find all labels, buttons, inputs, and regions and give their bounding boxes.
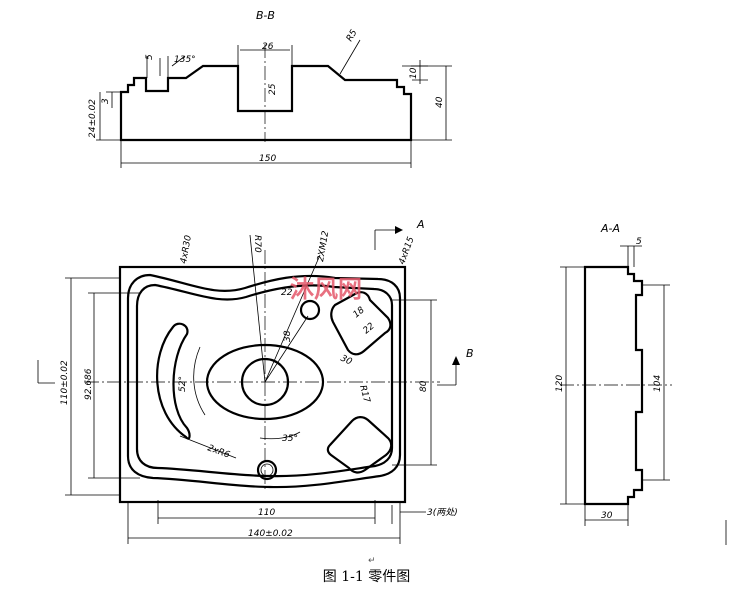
- plan-outer-contour: [118, 265, 407, 504]
- dim-4xr30: 4xR30: [179, 234, 194, 264]
- dim-3-two-places: 3(两处): [427, 507, 458, 518]
- dim-18: 18: [352, 305, 367, 320]
- dim-angle-35: 35°: [282, 434, 298, 444]
- section-bb-label: B-B: [256, 9, 275, 22]
- dim-bb-5: 5: [145, 54, 155, 60]
- dim-bb-26: 26: [262, 42, 274, 52]
- dim-30: 30: [339, 354, 354, 368]
- dim-bb-10: 10: [409, 67, 419, 79]
- dim-aa-120: 120: [555, 375, 565, 392]
- dim-80: 80: [419, 380, 429, 392]
- dim-r17: R17: [357, 384, 371, 404]
- dim-140: 140±0.02: [248, 529, 293, 539]
- dim-bb-135: 135°: [174, 55, 196, 65]
- plan-pocket-outer: [126, 273, 402, 489]
- rect-pocket-bottom: [326, 416, 393, 474]
- dim-bb-40: 40: [435, 96, 445, 108]
- dim-2xm12: 2XM12: [316, 230, 331, 263]
- dim-aa-30: 30: [601, 511, 613, 521]
- return-mark: ↵: [368, 556, 376, 566]
- dim-aa-5: 5: [636, 237, 642, 247]
- figure-caption: 图 1-1 零件图: [322, 569, 411, 585]
- dim-4xr15: 4xR15: [397, 235, 416, 266]
- plan-view: 4xR30 R70 2XM12 4xR15 22 38 30 22 18 R17…: [37, 218, 474, 544]
- dim-110-vertical: 110±0.02: [60, 360, 70, 405]
- rect-pocket-top: [330, 291, 392, 356]
- watermark-text: 沐风网: [290, 275, 362, 303]
- dim-bb-25: 25: [268, 83, 278, 95]
- dim-r70: R70: [252, 235, 262, 253]
- dim-angle-52: 52°: [178, 376, 188, 392]
- section-b-arrow-label: B: [466, 347, 474, 360]
- dim-aa-104: 104: [653, 375, 663, 392]
- section-bb-profile: [119, 64, 413, 142]
- arc-slot: [156, 322, 191, 440]
- section-aa-view: A-A 5 120 104 30: [555, 222, 672, 526]
- hole-m12-bottom: [256, 459, 278, 481]
- dim-110-horizontal: 110: [258, 508, 275, 518]
- section-a-arrow-label: A: [416, 218, 425, 231]
- dim-22-top: 22: [281, 288, 293, 298]
- dim-bb-r5: R5: [345, 28, 360, 44]
- section-bb-view: B-B 26 25 5 135° R5 10 40 24±0.02 3 150: [88, 9, 452, 168]
- dim-bb-24: 24±0.02: [88, 99, 98, 138]
- hole-m12-top: [299, 299, 321, 321]
- dim-2xr6: 2xR6: [206, 443, 231, 460]
- dim-92686: 92.686: [84, 368, 94, 400]
- dim-38: 38: [283, 330, 293, 342]
- section-aa-profile: [583, 265, 644, 506]
- plan-pocket-inner: [135, 283, 394, 478]
- section-aa-label: A-A: [600, 222, 620, 235]
- dim-bb-150: 150: [259, 154, 276, 164]
- dim-22-pocket: 22: [362, 321, 377, 336]
- dim-bb-3: 3: [101, 98, 111, 104]
